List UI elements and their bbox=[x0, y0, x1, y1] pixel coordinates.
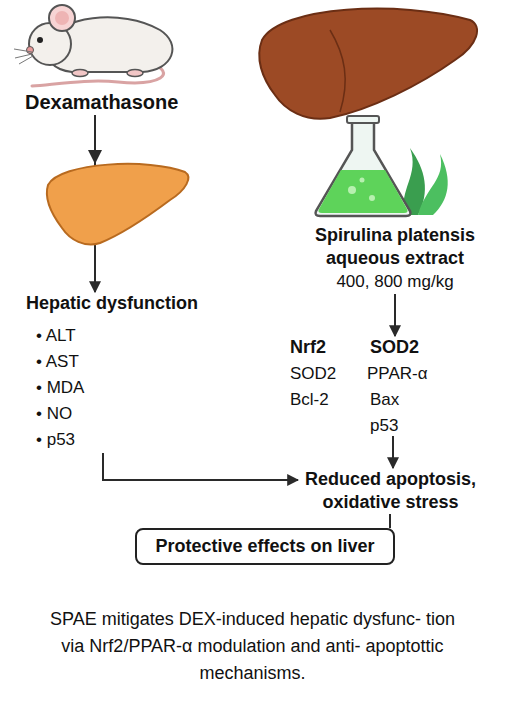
dysfunctional-liver bbox=[47, 150, 189, 245]
node-text: p53 bbox=[370, 414, 398, 438]
mouse-foot bbox=[127, 70, 143, 77]
node-heading: Spirulina platensis aqueous extract bbox=[290, 224, 500, 270]
node-heading: Protective effects on liver bbox=[143, 535, 387, 558]
flask-glass bbox=[316, 122, 411, 216]
node-text: • NO bbox=[26, 401, 211, 427]
liver-shape bbox=[259, 9, 477, 119]
liver-lobe-line bbox=[330, 30, 345, 112]
flow-arrow bbox=[392, 436, 394, 468]
healthy-liver bbox=[259, 9, 477, 119]
caption-text: SPAE mitigates DEX-induced hepatic dysfu… bbox=[42, 606, 463, 687]
node-text: PPAR-α bbox=[367, 362, 428, 386]
node-text: SOD2 bbox=[290, 362, 336, 386]
text-node: Nrf2SOD2Bcl-2SOD2PPAR-αBaxp53 bbox=[285, 336, 445, 436]
flow-arrow bbox=[389, 514, 391, 528]
mouse-nose bbox=[27, 47, 34, 54]
liver-shape bbox=[47, 164, 189, 245]
bubble bbox=[360, 178, 365, 183]
seaweed bbox=[418, 154, 448, 215]
mouse-ear-inner bbox=[55, 11, 69, 25]
mouse-ear bbox=[49, 5, 75, 31]
flask-liquid bbox=[318, 170, 407, 213]
node-text: • AST bbox=[26, 349, 211, 375]
process-box: Protective effects on liver bbox=[135, 528, 395, 565]
node-text: • MDA bbox=[26, 375, 211, 401]
mouse-whiskers bbox=[14, 49, 33, 64]
flow-arrow bbox=[103, 453, 298, 480]
bubble bbox=[369, 195, 375, 201]
node-heading: Hepatic dysfunction bbox=[26, 292, 211, 315]
text-node: Hepatic dysfunction • ALT• AST• MDA• NO• … bbox=[26, 292, 211, 453]
node-text: Bcl-2 bbox=[290, 388, 329, 412]
text-node: Spirulina platensis aqueous extract400, … bbox=[290, 224, 500, 294]
node-heading: Nrf2 bbox=[290, 336, 326, 359]
node-text: • ALT bbox=[26, 323, 211, 349]
extract-flask bbox=[316, 116, 448, 216]
flow-arrow bbox=[394, 294, 396, 336]
mouse-eye bbox=[37, 37, 43, 43]
text-node: Reduced apoptosis, oxidative stress bbox=[298, 468, 483, 514]
mouse-illustration bbox=[14, 5, 172, 86]
node-text: SOD2 bbox=[370, 336, 419, 359]
arrow-head bbox=[88, 150, 102, 164]
mouse-foot bbox=[72, 70, 88, 77]
bubble bbox=[348, 186, 356, 194]
node-heading: Reduced apoptosis, oxidative stress bbox=[298, 468, 483, 514]
node-heading: Dexamathasone bbox=[25, 90, 175, 115]
node-text: 400, 800 mg/kg bbox=[290, 270, 500, 294]
text-node: Dexamathasone bbox=[25, 90, 175, 115]
node-text: Bax bbox=[370, 388, 399, 412]
flask-rim bbox=[347, 116, 379, 123]
node-text: • p53 bbox=[26, 427, 211, 453]
